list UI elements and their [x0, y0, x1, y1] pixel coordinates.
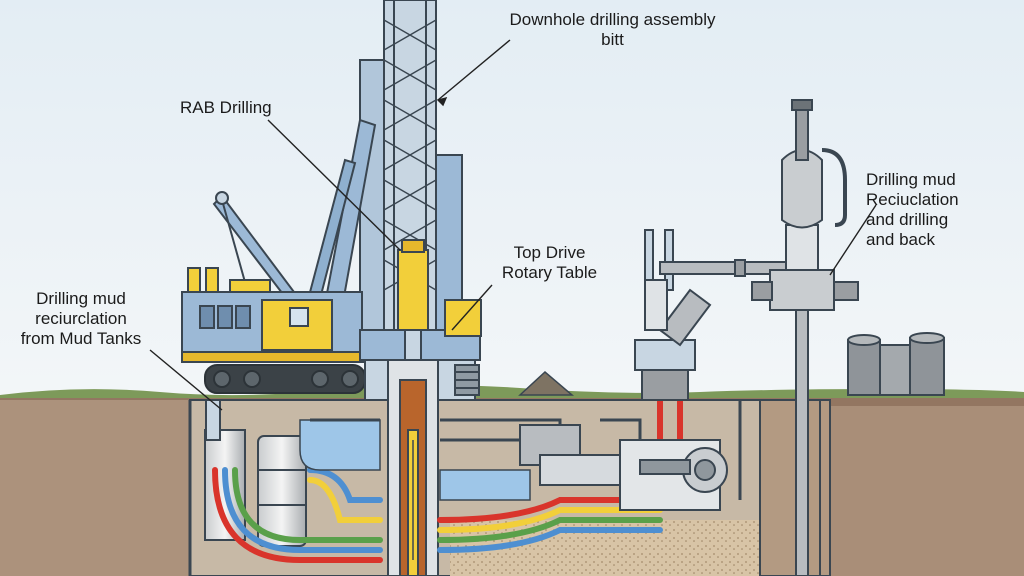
label-line: Drilling mud	[866, 170, 956, 189]
storage-tanks	[847, 332, 945, 396]
label-line: Reciuclation	[866, 190, 959, 209]
mud-tanks	[204, 399, 307, 547]
label-mud-recirculation-left: Drilling mud reciurclation from Mud Tank…	[6, 289, 156, 349]
label-line: Downhole drilling assembly	[509, 10, 716, 29]
wellbore	[387, 359, 439, 576]
label-mud-recirculation-right: Drilling mud Reciuclation and drilling a…	[866, 170, 959, 250]
label-leaders	[149, 39, 877, 411]
grass-strip	[0, 384, 1024, 402]
label-line: and drilling	[866, 210, 949, 229]
label-line: reciurclation	[35, 309, 127, 328]
label-rab-drilling: RAB Drilling	[180, 98, 272, 118]
label-top-drive: Top Drive Rotary Table	[492, 243, 607, 283]
mud-pump	[519, 424, 728, 511]
wellhead-tree	[751, 99, 859, 576]
label-line: RAB Drilling	[180, 98, 272, 117]
label-line: Drilling mud	[36, 289, 126, 308]
mud-fill	[299, 419, 381, 471]
label-downhole-assembly: Downhole drilling assembly bitt	[490, 10, 735, 50]
label-line: Rotary Table	[501, 263, 598, 282]
label-line: bitt	[601, 30, 624, 49]
boom-arm	[298, 118, 377, 331]
rig-cab	[181, 267, 369, 363]
bop-stack	[634, 229, 712, 401]
top-drive	[397, 239, 429, 361]
label-line: and back	[866, 230, 935, 249]
label-line: from Mud Tanks	[20, 329, 142, 348]
crawler-tracks	[204, 364, 366, 394]
label-line: Top Drive	[513, 243, 586, 262]
flow-line	[659, 259, 791, 277]
spoil-pile	[518, 370, 575, 396]
sky	[0, 0, 1024, 400]
